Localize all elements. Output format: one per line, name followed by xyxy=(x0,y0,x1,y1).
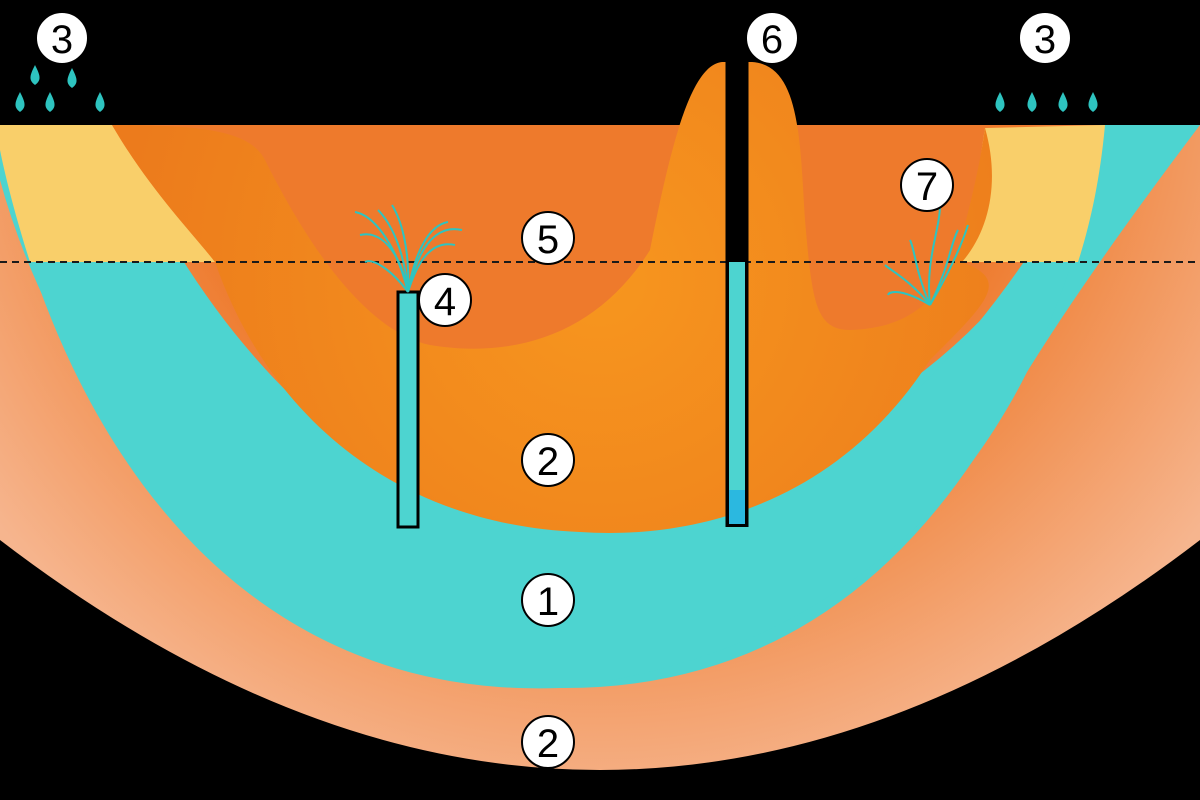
non-flowing-well xyxy=(725,62,749,527)
water-drop-icon xyxy=(1058,92,1068,112)
svg-text:3: 3 xyxy=(1034,18,1056,62)
label-non-flowing-well: 6 xyxy=(745,11,799,65)
flowing-well xyxy=(354,204,463,529)
water-drop-icon xyxy=(30,65,40,85)
water-drop-icon xyxy=(45,92,55,112)
label-aquitard-upper: 2 xyxy=(521,433,575,487)
svg-text:2: 2 xyxy=(537,440,559,484)
water-drop-icon xyxy=(15,92,25,112)
water-drop-icon xyxy=(95,92,105,112)
recharge-zone-right xyxy=(962,125,1105,262)
upper-aquitard-layer xyxy=(112,62,992,533)
water-drop-icon xyxy=(1088,92,1098,112)
spring-spray xyxy=(884,204,969,306)
water-drop-icon xyxy=(995,92,1005,112)
svg-text:6: 6 xyxy=(761,18,783,62)
fountain-spray xyxy=(354,204,463,293)
svg-text:4: 4 xyxy=(434,280,456,324)
svg-text:7: 7 xyxy=(916,165,938,209)
water-drop-icon xyxy=(1027,92,1037,112)
label-artesian-spring: 7 xyxy=(900,158,954,212)
svg-text:1: 1 xyxy=(537,580,559,624)
label-confined-aquifer: 1 xyxy=(521,573,575,627)
svg-text:5: 5 xyxy=(537,218,559,262)
svg-text:2: 2 xyxy=(537,722,559,766)
water-drop-icon xyxy=(67,68,77,88)
label-piezometric-surface: 5 xyxy=(521,211,575,265)
confined-aquifer-band xyxy=(0,125,1105,689)
label-recharge-left: 3 xyxy=(35,11,89,65)
label-artesian-well: 4 xyxy=(418,273,472,327)
rain-drops-left xyxy=(15,65,105,112)
label-aquitard-lower: 2 xyxy=(521,715,575,769)
rain-drops-right xyxy=(995,92,1098,112)
label-recharge-right: 3 xyxy=(1018,11,1072,65)
svg-text:3: 3 xyxy=(51,18,73,62)
recharge-zone-left xyxy=(0,125,215,262)
